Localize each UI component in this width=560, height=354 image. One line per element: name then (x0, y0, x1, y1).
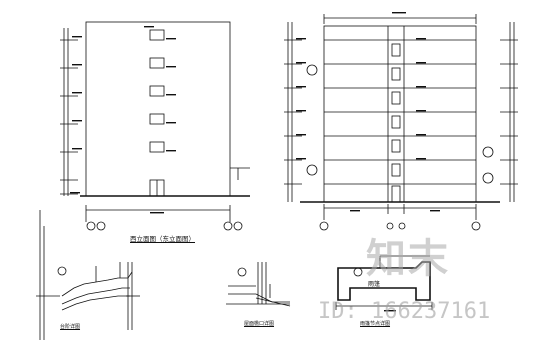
dimension-tick-marks (70, 12, 440, 312)
watermark-id: ID: 166237161 (318, 299, 491, 324)
watermark-logo: 知末 (366, 236, 450, 282)
eave-detail-caption: 屋面檐口详图 (244, 321, 275, 327)
eave-detail-drawing (226, 262, 291, 307)
stair-detail-caption: 台阶详图 (60, 324, 81, 330)
west-elevation-drawing (60, 21, 250, 231)
canopy-tag-label: 雨篷 (368, 281, 381, 288)
canopy-detail-drawing (335, 255, 433, 310)
section-elevation-drawing (284, 14, 518, 231)
canopy-detail-caption: 雨篷节点详图 (360, 321, 391, 327)
west-elevation-caption: 西立面图（东立面图） (130, 235, 195, 243)
stair-detail-drawing (36, 210, 140, 340)
